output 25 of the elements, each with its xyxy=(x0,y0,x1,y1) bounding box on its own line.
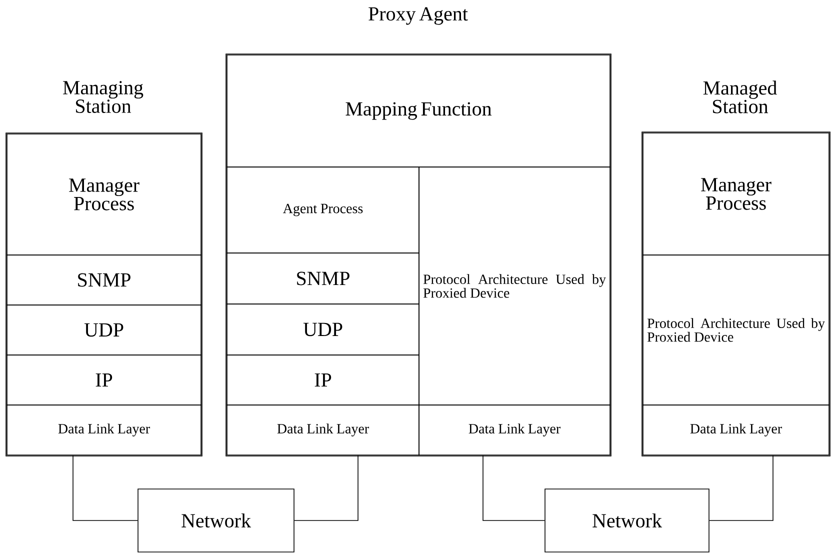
layer-box: Protocol Architecture Used by Proxied Device xyxy=(418,166,610,406)
layer-box: Mapping Function xyxy=(226,54,610,168)
layer-box: SNMP xyxy=(6,254,202,306)
layer-box: SNMP xyxy=(226,252,420,304)
layer-box: UDP xyxy=(226,304,420,356)
connector-line xyxy=(482,454,545,521)
connector-line xyxy=(72,454,138,521)
layer-box: IP xyxy=(226,354,420,406)
layer-box: Data Link Layer xyxy=(642,404,830,456)
layer-box: Data Link Layer xyxy=(418,404,610,456)
node-label: Proxy Agent xyxy=(368,7,468,25)
network-box: Network xyxy=(138,488,294,552)
layer-box: Manager Process xyxy=(642,132,830,256)
node-label: Managing Station xyxy=(63,81,144,113)
layer-box: Data Link Layer xyxy=(226,404,420,456)
layer-box: Data Link Layer xyxy=(6,404,202,456)
layer-box: Manager Process xyxy=(6,134,202,256)
layer-box: UDP xyxy=(6,304,202,356)
layer-box: Agent Process xyxy=(226,166,420,254)
connector-line xyxy=(294,454,358,521)
layer-box: IP xyxy=(6,354,202,406)
layer-box: Protocol Architecture Used by Proxied Device xyxy=(642,254,830,406)
network-box: Network xyxy=(544,488,710,552)
connector-line xyxy=(709,454,774,521)
node-label: Managed Station xyxy=(703,80,777,114)
